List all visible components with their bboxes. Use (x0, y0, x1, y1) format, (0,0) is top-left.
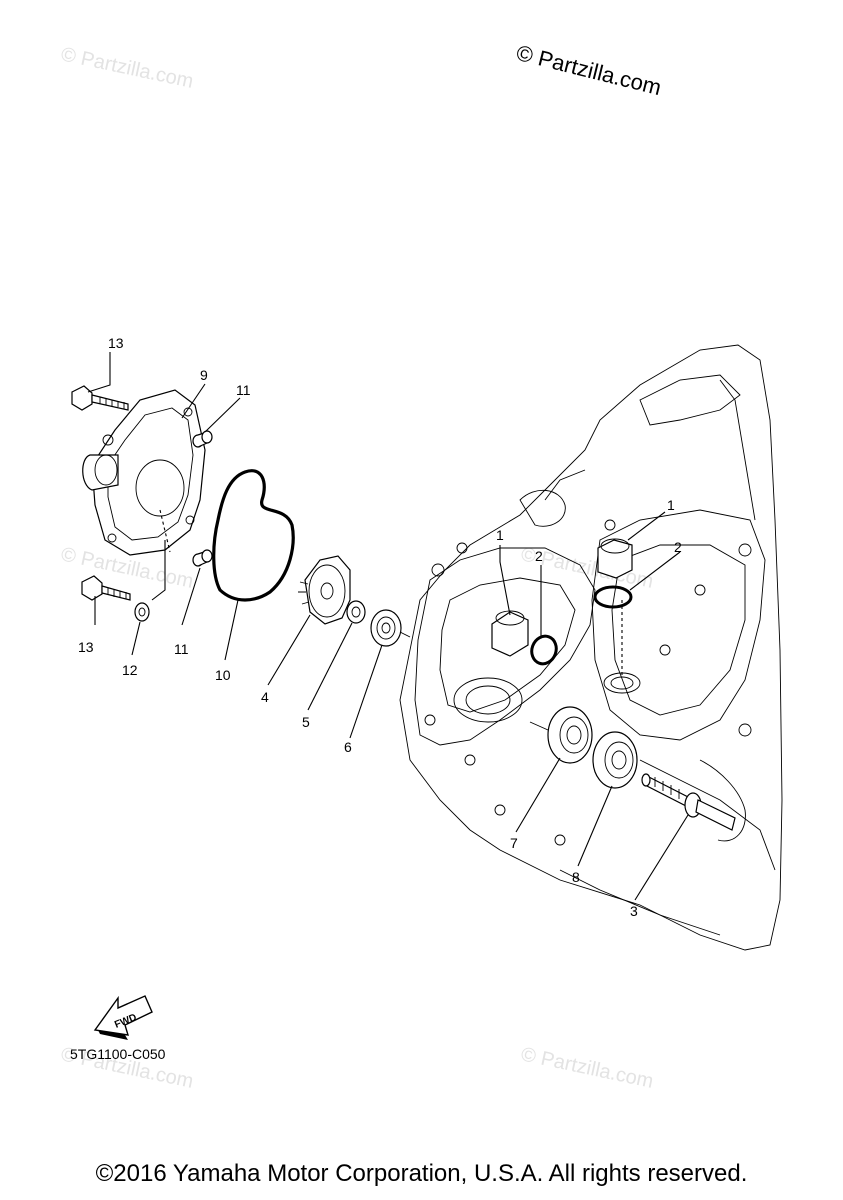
collar-left (491, 610, 529, 657)
callout-6: 6 (344, 739, 352, 755)
faint-watermark: © Partzilla.com (519, 1043, 655, 1093)
callout-12: 12 (122, 662, 138, 678)
fwd-arrow-icon: FWD (93, 995, 153, 1040)
oil-seal (370, 609, 411, 647)
faint-watermarks: © Partzilla.com © Partzilla.com © Partzi… (59, 43, 655, 1093)
water-pump-cover (82, 389, 206, 556)
crankcase-housing (399, 344, 783, 951)
impeller-shaft (641, 773, 736, 831)
callout-2: 2 (535, 548, 543, 564)
o-ring-right (593, 585, 633, 609)
callout-13: 13 (78, 639, 94, 655)
bolt-lower (81, 575, 131, 601)
impeller (298, 555, 351, 625)
callout-8: 8 (572, 869, 580, 885)
callout-13: 13 (108, 335, 124, 351)
bearing-right (592, 731, 638, 789)
callout-2: 2 (674, 539, 682, 555)
callout-4: 4 (261, 689, 269, 705)
bolt-upper (71, 385, 129, 411)
callout-11: 11 (236, 382, 251, 398)
copyright-notice: ©2016 Yamaha Motor Corporation, U.S.A. A… (95, 1160, 748, 1187)
o-ring-left (530, 634, 558, 666)
callout-11: 11 (174, 641, 189, 657)
callout-10: 10 (215, 667, 231, 683)
cover-gasket (212, 469, 295, 602)
callout-numbers: 13 9 11 13 12 11 10 4 5 6 1 2 1 2 7 8 3 (78, 335, 682, 919)
callout-5: 5 (302, 714, 310, 730)
dowel-pin-lower (192, 549, 213, 567)
callout-1: 1 (667, 497, 675, 513)
callout-3: 3 (630, 903, 638, 919)
impeller-washer (346, 600, 366, 624)
washer (134, 602, 150, 622)
callout-9: 9 (200, 367, 208, 383)
leader-lines (87, 352, 689, 901)
callout-1: 1 (496, 527, 504, 543)
bearing-left (529, 706, 593, 764)
diagram-code: 5TG1100-C050 (70, 1046, 166, 1062)
faint-watermark: © Partzilla.com (59, 43, 195, 93)
callout-7: 7 (510, 835, 518, 851)
dowel-pin-upper (192, 430, 213, 448)
collar-right (597, 538, 633, 579)
